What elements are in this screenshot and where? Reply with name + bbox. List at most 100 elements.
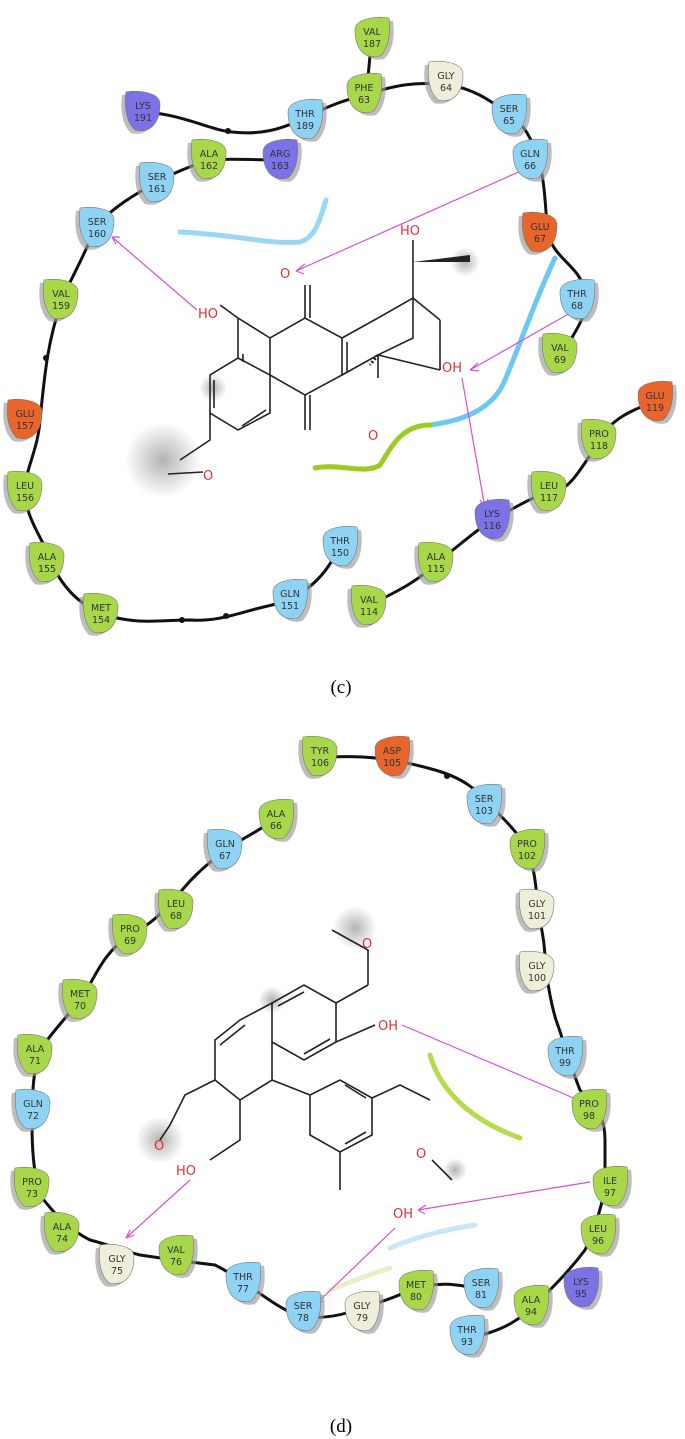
residues-d: TYR106ASP105SER103PRO102GLY101GLY100THR9… xyxy=(10,736,632,1358)
residue-number: 81 xyxy=(475,1290,487,1301)
residue-number: 78 xyxy=(297,1313,309,1324)
ligand-bonds-c xyxy=(179,240,441,461)
residue-name: SER xyxy=(294,1301,313,1312)
pocket-line-d2 xyxy=(387,1222,478,1251)
residue-name: PRO xyxy=(22,1177,42,1188)
atom-label-d3: O xyxy=(154,1139,164,1154)
residue-number: 80 xyxy=(410,1292,422,1303)
residue-name: ALA xyxy=(38,552,57,563)
panel-label-c: (c) xyxy=(330,677,351,698)
residue-number: 75 xyxy=(111,1266,123,1277)
residue-name: GLN xyxy=(280,589,300,600)
atom-label-c5: OH xyxy=(442,361,462,376)
panel-d: O OH O HO O OH TYR106ASP105SER103PRO102G… xyxy=(10,736,632,1437)
residue-name: TYR xyxy=(310,746,330,757)
residue-name: LEU xyxy=(16,481,34,492)
wedge-bond-c xyxy=(413,255,470,262)
residue-number: 163 xyxy=(271,161,289,172)
atom-label-d6: OH xyxy=(393,1207,413,1222)
atom-label-d1: O xyxy=(362,937,372,952)
residue-number: 71 xyxy=(29,1056,41,1067)
atom-label-d5: O xyxy=(416,1147,426,1162)
residue-name: LEU xyxy=(540,481,558,492)
residue-name: GLU xyxy=(15,409,34,420)
residue-number: 67 xyxy=(219,851,231,862)
atom-label-c4: O xyxy=(368,429,378,444)
residue-name: GLY xyxy=(108,1254,125,1265)
residue-number: 105 xyxy=(383,758,401,769)
residue-number: 154 xyxy=(92,615,110,626)
residue-number: 69 xyxy=(554,355,566,366)
residue-name: LYS xyxy=(484,509,500,520)
residue-number: 101 xyxy=(528,911,546,922)
atom-label-c2: HO xyxy=(400,224,420,239)
panel-c: HO HO O O OH O VAL187PHE63GLY64SER65GLN6… xyxy=(3,17,677,698)
residue-number: 160 xyxy=(88,229,106,240)
residue-number: 97 xyxy=(604,1188,616,1199)
residue-number: 106 xyxy=(311,758,329,769)
residue-number: 116 xyxy=(483,521,501,532)
residue-number: 159 xyxy=(52,301,70,312)
residue-name: SER xyxy=(88,217,107,228)
residue-number: 79 xyxy=(356,1313,368,1324)
residue-name: LYS xyxy=(135,101,151,112)
backbone-markers-c xyxy=(43,128,231,623)
residue-name: GLN xyxy=(520,149,540,160)
residue-name: ALA xyxy=(53,1222,72,1233)
residue-name: THR xyxy=(329,536,350,547)
residue-name: LEU xyxy=(167,899,185,910)
residues-c: VAL187PHE63GLY64SER65GLN66GLU67THR68VAL6… xyxy=(3,17,677,636)
residue-name: GLY xyxy=(353,1301,370,1312)
residue-name: PHE xyxy=(355,83,374,94)
residue-name: MET xyxy=(406,1280,426,1291)
residue-number: 187 xyxy=(363,39,381,50)
residue-number: 76 xyxy=(170,1257,182,1268)
residue-number: 95 xyxy=(575,1289,587,1300)
residue-name: VAL xyxy=(52,289,70,300)
residue-number: 64 xyxy=(440,83,452,94)
pocket-line-d1 xyxy=(427,1052,523,1141)
residue-number: 155 xyxy=(38,564,56,575)
backbone-marker-d xyxy=(444,773,450,779)
pocket-line-c3 xyxy=(312,422,433,472)
residue-name: ALA xyxy=(522,1295,541,1306)
residue-number: 72 xyxy=(27,1111,39,1122)
residue-name: MET xyxy=(91,603,111,614)
residue-number: 115 xyxy=(427,564,445,575)
residue-name: PRO xyxy=(120,924,140,935)
pocket-line-c1 xyxy=(177,197,329,246)
residue-name: PRO xyxy=(589,429,609,440)
residue-name: ASP xyxy=(383,746,402,757)
residue-number: 67 xyxy=(534,234,546,245)
residue-name: THR xyxy=(294,109,315,120)
ligand-bonds-d xyxy=(159,929,453,1190)
residue-number: 73 xyxy=(26,1189,38,1200)
